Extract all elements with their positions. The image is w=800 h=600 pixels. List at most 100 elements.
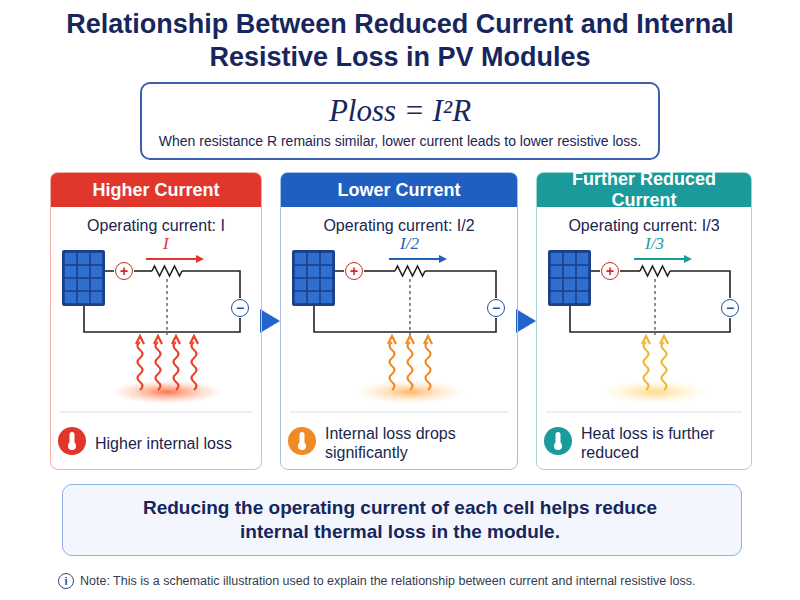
panel-header: Lower Current <box>281 173 517 207</box>
operating-current: Operating current: I/2 <box>285 217 513 235</box>
resistor-symbol <box>395 266 425 276</box>
solar-cell <box>308 292 319 303</box>
solar-cell <box>65 292 76 303</box>
wire <box>364 270 395 272</box>
divider <box>546 412 742 413</box>
solar-cell <box>295 253 306 264</box>
heat-wave-tip <box>388 336 396 344</box>
wire <box>335 270 344 272</box>
heat-wave-tip <box>660 336 668 344</box>
solar-cell <box>91 266 102 277</box>
heat-wave <box>644 342 649 390</box>
loss-text: Heat loss is further reduced <box>581 423 745 463</box>
current-arrow <box>146 258 198 260</box>
solar-cell <box>321 292 332 303</box>
solar-module <box>62 250 105 306</box>
summary-box: Reducing the operating current of each c… <box>62 484 742 556</box>
current-arrowhead <box>439 255 447 263</box>
solar-cell <box>321 279 332 290</box>
thermometer-badge <box>288 427 316 455</box>
heat-wave <box>192 342 197 390</box>
wire <box>570 306 730 332</box>
resistor-symbol <box>152 266 182 276</box>
heat-wave <box>426 342 431 390</box>
solar-cell <box>321 253 332 264</box>
flow-arrow <box>263 319 276 323</box>
solar-cell <box>551 279 562 290</box>
loss-text: Internal loss drops significantly <box>325 423 511 463</box>
solar-cell <box>551 292 562 303</box>
solar-cell <box>308 279 319 290</box>
operating-current: Operating current: I/3 <box>541 217 747 235</box>
solar-cell <box>308 253 319 264</box>
leader-line <box>409 279 410 335</box>
solar-cell <box>91 253 102 264</box>
heat-wave <box>390 342 395 390</box>
heat-wave <box>138 342 143 390</box>
wire <box>670 271 730 298</box>
formula-box: Ploss = I²RWhen resistance R remains sim… <box>140 82 660 160</box>
terminal-minus: − <box>721 299 739 317</box>
wire <box>591 270 600 272</box>
summary-text: Reducing the operating current of each c… <box>141 496 659 544</box>
leader-line <box>166 279 167 335</box>
panel-ground <box>50 172 262 470</box>
solar-cell <box>78 253 89 264</box>
heat-wave-tip <box>136 336 144 344</box>
terminal-plus: + <box>115 262 133 280</box>
solar-cell <box>295 279 306 290</box>
heat-wave-tip <box>154 336 162 344</box>
wire <box>182 271 240 298</box>
solar-cell <box>65 266 76 277</box>
heat-glow <box>600 380 710 404</box>
current-panel: Lower CurrentOperating current: I/2Inter… <box>280 172 518 470</box>
wire <box>314 306 496 332</box>
solar-cell <box>295 292 306 303</box>
wire <box>105 270 114 272</box>
operating-current: Operating current: I <box>55 217 257 235</box>
formula-note: When resistance R remains similar, lower… <box>159 133 641 149</box>
solar-cell <box>564 279 575 290</box>
thermometer-bulb <box>298 442 306 450</box>
solar-cell <box>78 266 89 277</box>
heat-glow <box>112 380 222 404</box>
terminal-plus: + <box>345 262 363 280</box>
solar-cell <box>577 266 588 277</box>
panel-header: Higher Current <box>51 173 261 207</box>
wire <box>84 306 240 332</box>
solar-cell <box>577 292 588 303</box>
solar-cell <box>65 279 76 290</box>
heat-wave-tip <box>172 336 180 344</box>
divider <box>290 412 508 413</box>
circuit-group <box>58 250 742 455</box>
loss-text: Higher internal loss <box>95 423 255 463</box>
terminal-plus: + <box>601 262 619 280</box>
solar-cell <box>91 279 102 290</box>
heat-wave-tip <box>642 336 650 344</box>
current-arrow <box>389 258 441 260</box>
terminal-minus: − <box>487 299 505 317</box>
solar-cell <box>551 253 562 264</box>
heat-wave <box>156 342 161 390</box>
solar-module <box>292 250 335 306</box>
heat-wave <box>174 342 179 390</box>
solar-cell <box>321 266 332 277</box>
panel-ground <box>280 172 518 470</box>
heat-wave-tip <box>424 336 432 344</box>
solar-cell <box>551 266 562 277</box>
wire <box>134 270 152 272</box>
solar-cell <box>564 253 575 264</box>
solar-cell <box>65 253 76 264</box>
heat-wave-tip <box>190 336 198 344</box>
solar-cell <box>308 266 319 277</box>
current-arrow <box>634 258 686 260</box>
footnote: Note: This is a schematic illustration u… <box>80 574 695 588</box>
solar-cell <box>577 279 588 290</box>
current-panel: Further Reduced CurrentOperating current… <box>536 172 752 470</box>
diagram-title: Relationship Between Reduced Current and… <box>60 8 740 74</box>
heat-wave <box>408 342 413 390</box>
solar-cell <box>564 292 575 303</box>
solar-cell <box>295 266 306 277</box>
thermometer-badge <box>58 427 86 455</box>
terminal-minus: − <box>231 299 249 317</box>
